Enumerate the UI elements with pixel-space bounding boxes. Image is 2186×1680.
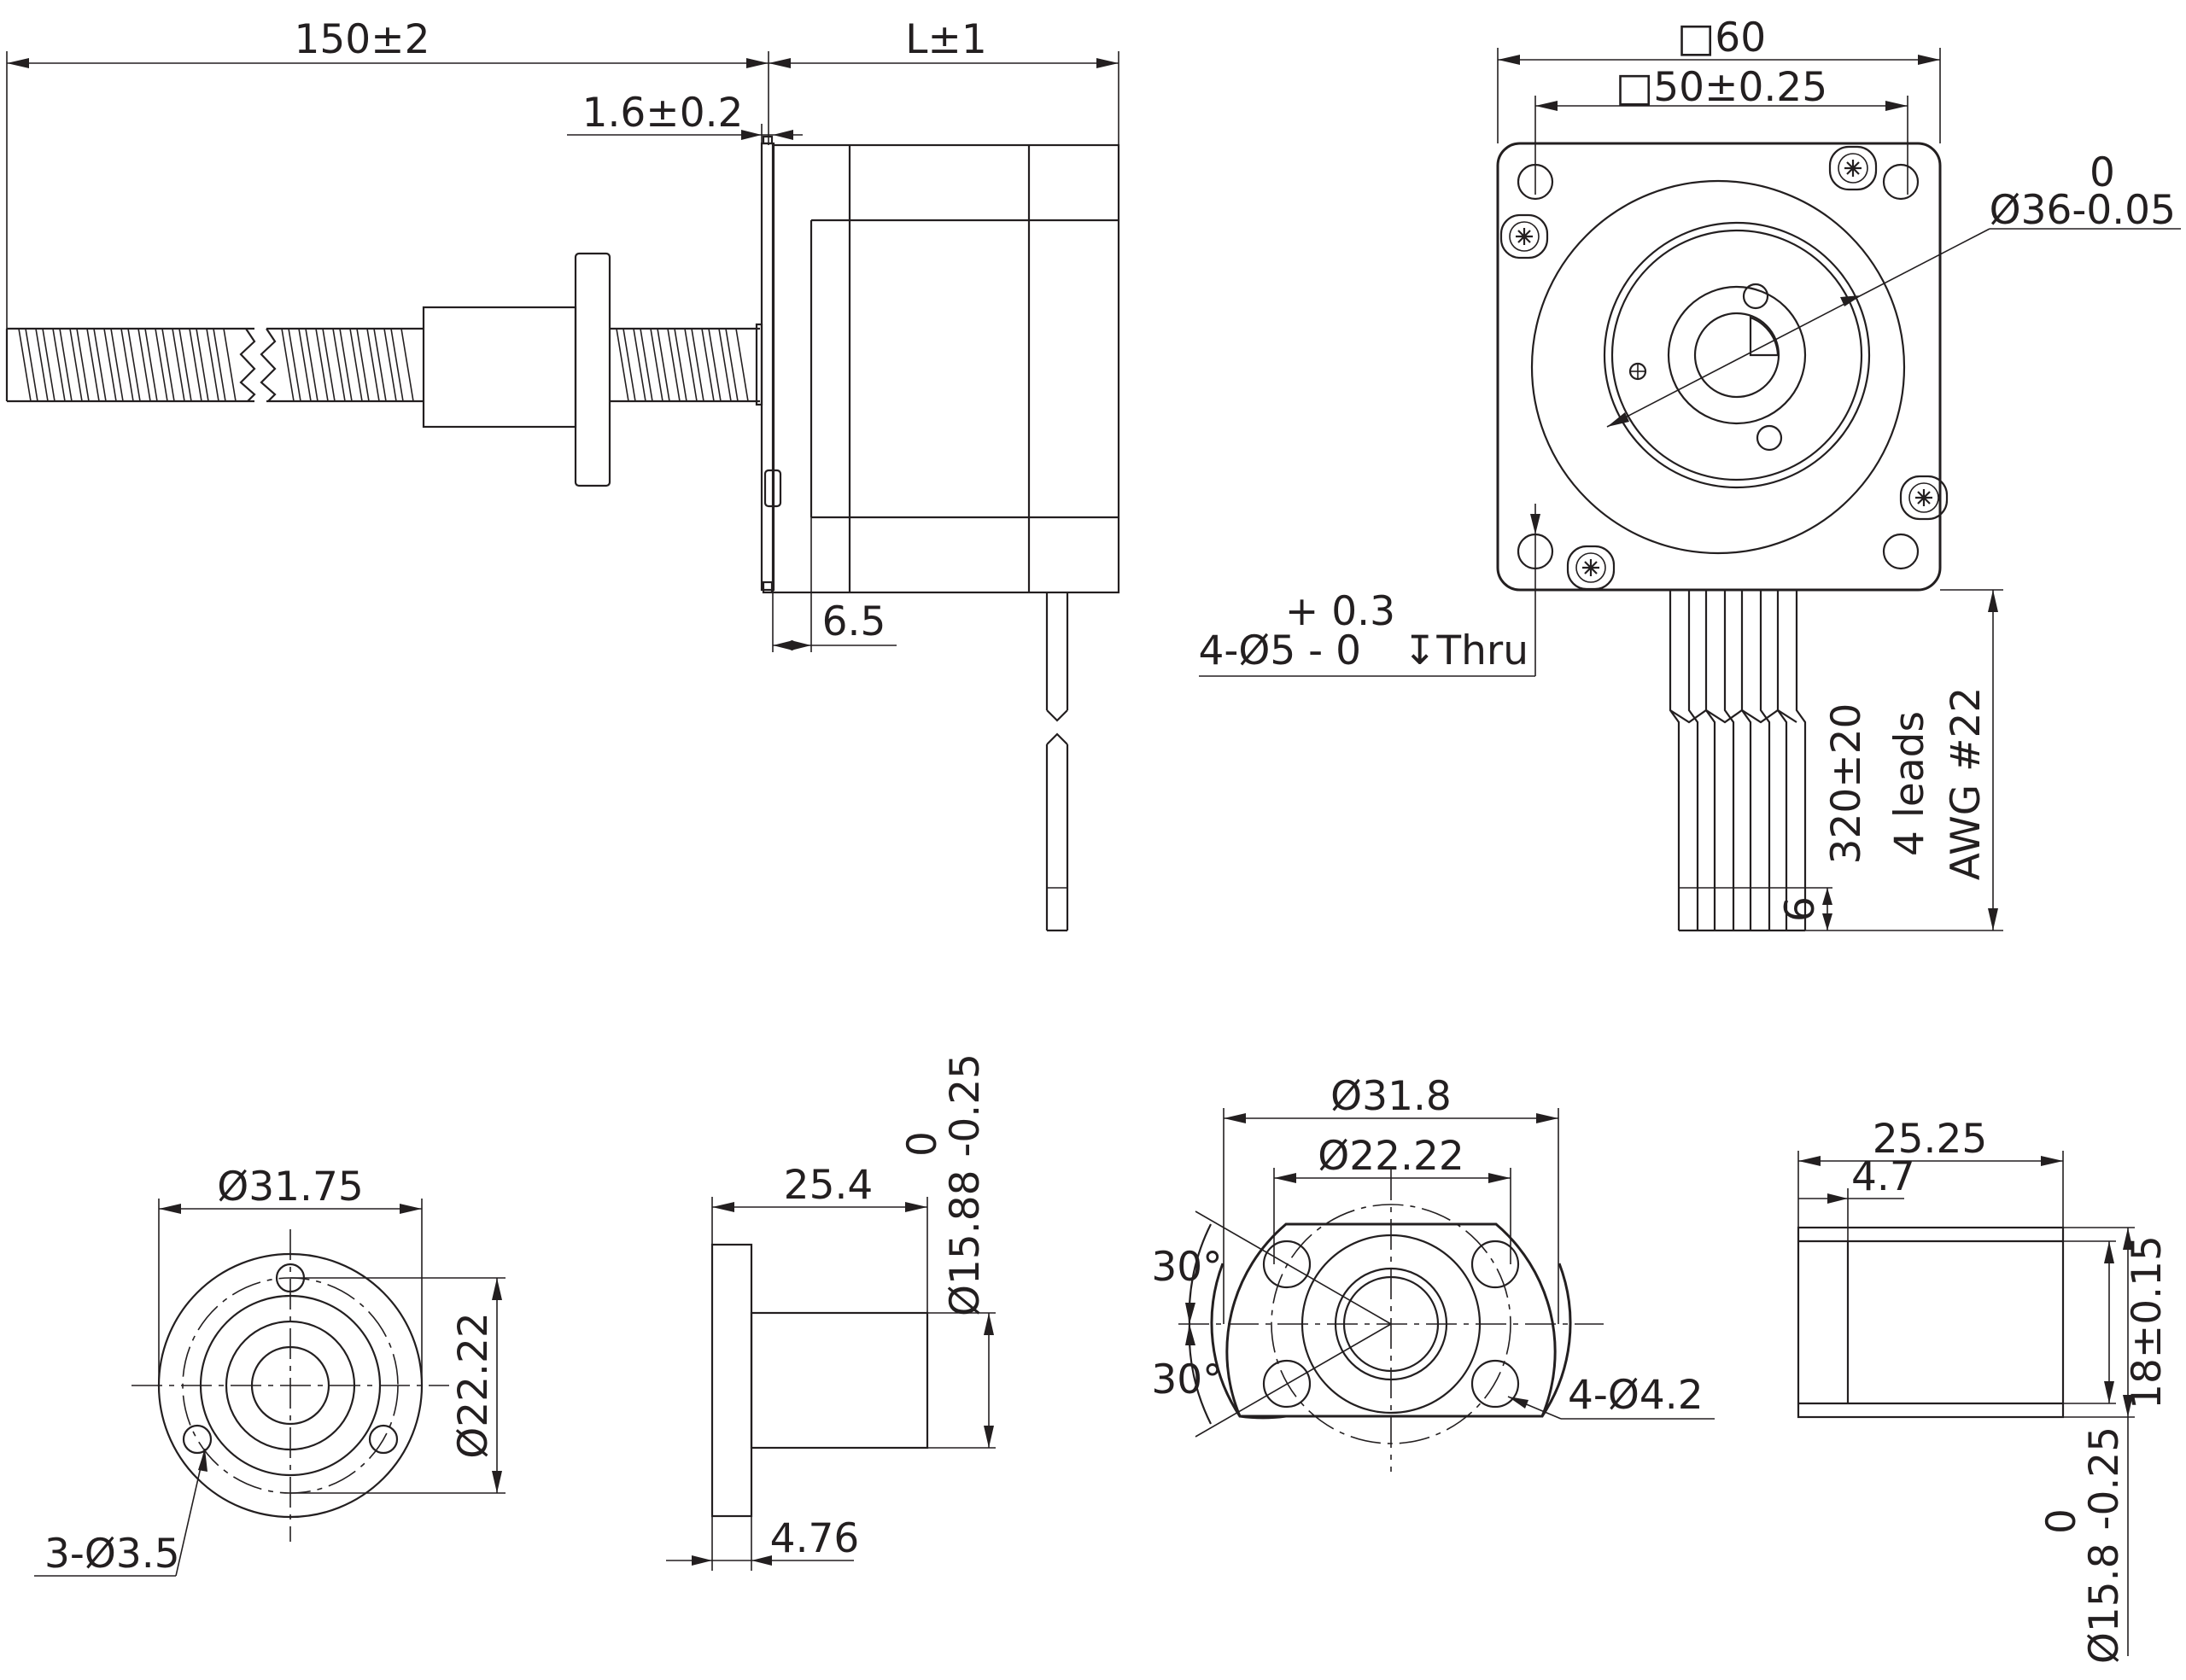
screw-icon (1499, 213, 1549, 260)
pilot-outer (1603, 221, 1871, 489)
side-body (750, 1311, 929, 1450)
nut2-flange-dia-label: Ø31.8 (1330, 1073, 1452, 1120)
flange-hole (1470, 1240, 1520, 1289)
small-hole (1628, 362, 1647, 381)
motor-front-view: □60 □50±0.25 0 Ø36-0.05 + 0.3 4-Ø5 - 0 (1198, 15, 2181, 932)
dim-pilot-upper: 0 (2090, 149, 2115, 196)
dim-pcd: Ø22.22 (290, 1277, 506, 1494)
front-plate (755, 135, 782, 594)
dim-pilot: 0 Ø36-0.05 (1606, 149, 2181, 428)
nut-front-view: Ø31.75 Ø22.22 3-Ø3.5 (34, 1164, 506, 1578)
dim-screw-length: 150±2 (6, 16, 769, 329)
dim-side-length: 25.4 (711, 1162, 928, 1313)
lead-screw (5, 327, 760, 403)
shaft-flat (1749, 316, 1780, 357)
dim-square-label: □60 (1677, 15, 1766, 61)
nut2-width-label: 18±0.15 (2124, 1235, 2171, 1409)
dim-nut2-flange: 4.7 (1798, 1153, 1915, 1241)
nut2-pcd-label: Ø22.22 (1318, 1133, 1464, 1180)
nut-side-body-label: Ø15.88 -0.25 (942, 1053, 989, 1316)
dim-square: □60 (1497, 15, 1941, 143)
flange-hole (1262, 1240, 1312, 1289)
nut2-body-label: Ø15.8 -0.25 (2081, 1426, 2128, 1664)
small-hole (1756, 424, 1783, 452)
thread-lines (18, 328, 749, 402)
nut-pcd-label: Ø22.22 (450, 1312, 497, 1459)
flange-hole (1262, 1359, 1312, 1409)
dim-nut2-width: 18±0.15 (2063, 1235, 2171, 1409)
dim-holes-label: 4-Ø5 - 0 (1198, 627, 1361, 674)
nut2-body-upper: 0 (2038, 1508, 2085, 1534)
dim-hole-pitch: □50±0.25 (1534, 64, 1908, 195)
dim-lead-strip: 6 (1777, 887, 1832, 930)
dim-hole-pitch-label: □50±0.25 (1616, 64, 1827, 111)
nut2-side-view: 25.25 4.7 18±0.15 0 Ø15.8 -0.25 (1797, 1116, 2171, 1664)
lead-length-label: 320±20 (1823, 703, 1870, 865)
nut2-flange-label: 4.7 (1851, 1153, 1915, 1200)
nut-flange-dia-label: Ø31.75 (217, 1164, 364, 1210)
screw-icon (1899, 475, 1949, 521)
nut-side-view: 25.4 4.76 0 Ø15.88 -0.25 (666, 1053, 996, 1571)
nut2-holes-label: 4-Ø4.2 (1568, 1372, 1704, 1419)
dim-motor-length: L±1 (769, 16, 1119, 145)
dim-nut2-body: 0 Ø15.8 -0.25 (2038, 1227, 2135, 1664)
dim-side-flange: 4.76 (666, 1515, 859, 1571)
nut-holes-label: 3-Ø3.5 (44, 1531, 180, 1578)
dim-nut2-holes: 4-Ø4.2 (1507, 1372, 1715, 1420)
dim-lead-length: 320±20 4 leads AWG #22 (1805, 589, 2003, 931)
nut-side-length-label: 25.4 (784, 1162, 874, 1209)
nut2-length-label: 25.25 (1873, 1116, 1988, 1163)
lead-count-label: 4 leads (1886, 711, 1933, 856)
dim-mount-holes: + 0.3 4-Ø5 - 0 ↧Thru (1198, 504, 1540, 677)
dim-nut2-flange: Ø31.8 (1223, 1073, 1559, 1324)
screw-icon (1566, 545, 1616, 591)
flange-hole (182, 1424, 213, 1455)
flange-hole (1470, 1359, 1520, 1409)
small-hole (1742, 283, 1769, 310)
lead-wire (1045, 592, 1069, 932)
dim-pilot-label: Ø36-0.05 (1990, 187, 2176, 234)
nut-body (422, 306, 577, 429)
nut2-front-view: 30° 30° Ø31.8 Ø22.22 4-Ø4.2 (1151, 1073, 1715, 1472)
angle-upper: 30° (1151, 1244, 1222, 1291)
dim-flange-thickness-label: 1.6±0.2 (582, 90, 744, 137)
nut-side-flange-label: 4.76 (770, 1515, 860, 1562)
side-flange (710, 1243, 753, 1518)
mount-hole (1882, 163, 1920, 201)
lead-strip-label: 6 (1777, 896, 1824, 922)
dim-boss: 6.5 (772, 517, 897, 652)
pilot-inner (1610, 229, 1863, 481)
flange-hole (368, 1424, 399, 1455)
dim-nut-holes: 3-Ø3.5 (34, 1448, 207, 1578)
dim-holes-tol-upper: + 0.3 (1285, 588, 1395, 635)
dim-nut2-pcd: Ø22.22 (1273, 1133, 1511, 1264)
motor-leads (1669, 590, 1807, 932)
dim-screw-length-label: 150±2 (295, 16, 430, 63)
bearing-ring (1667, 285, 1807, 425)
screw-icon (1828, 145, 1878, 191)
motor-face (1496, 142, 1942, 592)
dim-flange-thickness: 1.6±0.2 (567, 90, 803, 143)
side-outline (1797, 1226, 2065, 1419)
motor-body (771, 143, 1120, 594)
dim-flange-dia: Ø31.75 (158, 1164, 423, 1385)
nut-side-body-upper: 0 (899, 1131, 946, 1157)
dim-motor-length-label: L±1 (905, 16, 986, 63)
mount-hole (1882, 533, 1920, 570)
motor-side-view: 150±2 L±1 1.6±0.2 6.5 (5, 16, 1120, 932)
face-circle (1530, 179, 1906, 555)
dim-nut2-length: 25.25 (1797, 1116, 2064, 1228)
dim-boss-label: 6.5 (822, 598, 886, 645)
dim-holes-thru: ↧Thru (1403, 627, 1528, 674)
lead-gauge-label: AWG #22 (1943, 687, 1990, 881)
dim-side-body: 0 Ø15.88 -0.25 (899, 1053, 996, 1449)
nut-flange (574, 252, 611, 487)
angle-lower: 30° (1151, 1356, 1222, 1403)
